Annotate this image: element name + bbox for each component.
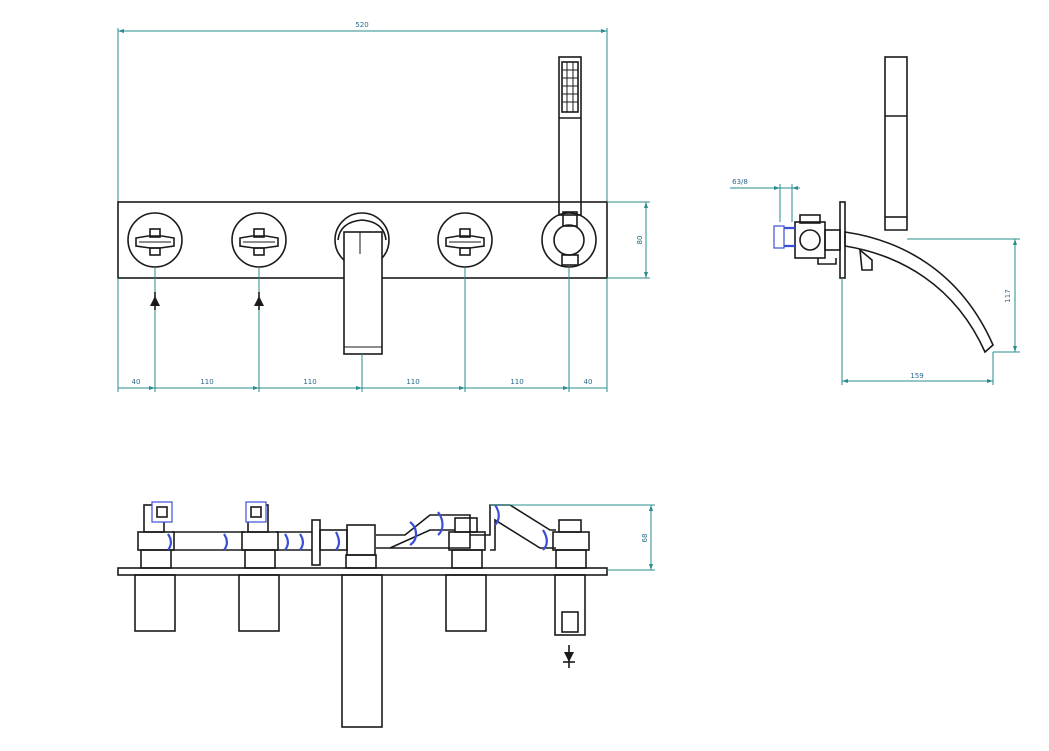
dim-front-height: 80	[607, 201, 650, 279]
bottom-spout	[341, 574, 383, 728]
dim-label-seg-4: 110	[406, 378, 419, 386]
hand-shower-front	[541, 56, 597, 268]
bottom-cartridge-3	[445, 574, 487, 632]
dim-bottom-chain: 40 110 110 110 110 40	[118, 378, 607, 390]
inlet-arrow-1	[150, 292, 160, 310]
dim-label-80: 80	[636, 236, 644, 245]
dim-label-63-8: 63/8	[732, 178, 748, 186]
valve-handle-2	[231, 212, 287, 268]
bottom-valve-3	[448, 517, 486, 569]
dim-label-159: 159	[910, 372, 923, 380]
dim-label-seg-3: 110	[303, 378, 316, 386]
valve-handle-3	[437, 212, 493, 268]
dim-side-depth: 159	[841, 278, 994, 385]
dim-overall-width: 520	[117, 21, 608, 204]
dim-side-offset: 63/8	[730, 178, 800, 222]
front-spout	[334, 212, 390, 355]
bottom-valve-4	[552, 519, 590, 569]
front-centerlines	[117, 268, 608, 392]
dim-label-seg-5: 110	[510, 378, 523, 386]
dim-label-68: 68	[641, 534, 649, 543]
bottom-base-plate	[117, 567, 608, 576]
side-valve-body	[773, 214, 841, 265]
bottom-cartridge-1	[134, 574, 176, 632]
bottom-shower-outlet	[554, 574, 586, 668]
dim-label-seg-2: 110	[200, 378, 213, 386]
side-curved-spout	[844, 231, 994, 354]
dim-label-117: 117	[1004, 289, 1012, 302]
dim-bottom-height: 68	[490, 504, 655, 571]
side-view: 63/8 117 159	[730, 56, 1020, 385]
valve-handle-1	[127, 212, 183, 268]
dim-label-seg-6: 40	[584, 378, 593, 386]
side-hand-shower	[884, 56, 908, 218]
bottom-valve-1	[137, 501, 175, 569]
shower-head-grid	[562, 62, 578, 112]
dim-label-seg-1: 40	[132, 378, 141, 386]
inlet-arrow-2	[254, 292, 264, 310]
bottom-cartridge-2	[238, 574, 280, 632]
dim-label-520: 520	[355, 21, 368, 29]
bottom-spout-connector	[311, 519, 377, 569]
bottom-view: 68	[117, 501, 655, 728]
front-view: 520	[117, 21, 650, 392]
bottom-pipes	[167, 504, 556, 551]
dim-side-height: 117	[907, 238, 1020, 353]
bottom-valve-2	[241, 501, 279, 569]
